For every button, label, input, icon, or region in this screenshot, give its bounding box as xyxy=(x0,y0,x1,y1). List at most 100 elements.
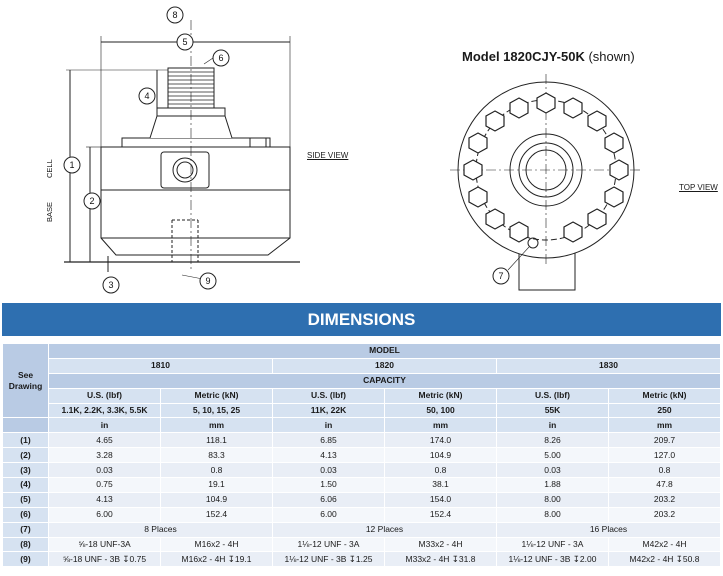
model-caption-bold: Model 1820CJY-50K xyxy=(462,49,585,64)
table-cell: M16x2 - 4H ↧19.1 xyxy=(160,551,273,568)
table-cell: 152.4 xyxy=(384,506,497,523)
table-cell: 4.13 xyxy=(48,491,161,508)
callout-7: 7 xyxy=(498,271,503,281)
model-caption: Model 1820CJY-50K (shown) xyxy=(462,49,635,64)
side-view-drawing xyxy=(64,20,300,281)
table-cell: 1⅛-12 UNF - 3A xyxy=(496,536,609,553)
base-label: BASE xyxy=(45,202,54,222)
callout-4: 4 xyxy=(144,91,149,101)
table-cell: 8.00 xyxy=(496,491,609,508)
model-1810: 1810 xyxy=(48,357,273,374)
table-cell: 1.88 xyxy=(496,477,609,493)
top-view-label: TOP VIEW xyxy=(679,183,718,192)
table-cell: 1⅛-12 UNF - 3A xyxy=(272,536,385,553)
table-cell: ⅝-18 UNF - 3B ↧0.75 xyxy=(48,551,161,568)
table-cell: 83.3 xyxy=(160,447,273,464)
cell-label: CELL xyxy=(45,159,54,178)
row-ref: (6) xyxy=(2,506,49,523)
length-unit: mm xyxy=(608,417,721,434)
table-cell: 0.75 xyxy=(48,477,161,493)
callout-6: 6 xyxy=(218,53,223,63)
table-cell: 4.65 xyxy=(48,432,161,449)
callout-8: 8 xyxy=(172,10,177,20)
capacity-value: 11K, 22K xyxy=(272,402,385,419)
table-cell: 0.8 xyxy=(384,462,497,479)
table-cell: 16 Places xyxy=(496,521,721,538)
table-cell: 127.0 xyxy=(608,447,721,464)
table-cell: M16x2 - 4H xyxy=(160,536,273,553)
table-cell: 12 Places xyxy=(272,521,497,538)
capacity-value: 50, 100 xyxy=(384,402,497,419)
table-cell: M33x2 - 4H xyxy=(384,536,497,553)
table-cell: M42x2 - 4H ↧50.8 xyxy=(608,551,721,568)
callout-9: 9 xyxy=(205,276,210,286)
row-ref: (3) xyxy=(2,462,49,479)
table-cell: 8 Places xyxy=(48,521,273,538)
capacity-value: 55K xyxy=(496,402,609,419)
table-cell: 154.0 xyxy=(384,491,497,508)
capacity-value: 5, 10, 15, 25 xyxy=(160,402,273,419)
row-ref: (4) xyxy=(2,477,49,493)
table-cell: 8.26 xyxy=(496,432,609,449)
row-ref: (5) xyxy=(2,491,49,508)
table-cell: 1.50 xyxy=(272,477,385,493)
callout-2: 2 xyxy=(89,196,94,206)
table-cell: ⅝-18 UNF-3A xyxy=(48,536,161,553)
table-cell: 203.2 xyxy=(608,506,721,523)
unit-header: U.S. (lbf) xyxy=(272,387,385,404)
top-view-drawing xyxy=(450,74,642,291)
model-header: MODEL xyxy=(48,343,721,359)
table-cell: 19.1 xyxy=(160,477,273,493)
table-cell: 152.4 xyxy=(160,506,273,523)
blank-cell xyxy=(2,417,49,434)
unit-header: Metric (kN) xyxy=(160,387,273,404)
table-cell: 6.06 xyxy=(272,491,385,508)
table-cell: 6.00 xyxy=(272,506,385,523)
row-ref: (7) xyxy=(2,521,49,538)
table-cell: 1⅛-12 UNF - 3B ↧1.25 xyxy=(272,551,385,568)
callout-5: 5 xyxy=(182,37,187,47)
table-cell: 209.7 xyxy=(608,432,721,449)
table-cell: 0.03 xyxy=(496,462,609,479)
length-unit: mm xyxy=(384,417,497,434)
model-caption-rest: (shown) xyxy=(588,49,635,64)
table-cell: 174.0 xyxy=(384,432,497,449)
table-cell: 5.00 xyxy=(496,447,609,464)
capacity-value: 250 xyxy=(608,402,721,419)
table-cell: 0.03 xyxy=(48,462,161,479)
length-unit: in xyxy=(48,417,161,434)
technical-drawing: 8 5 6 4 1 2 3 9 7 CELL BASE xyxy=(45,6,642,294)
row-ref: (2) xyxy=(2,447,49,464)
callout-circles xyxy=(63,6,510,294)
model-1830: 1830 xyxy=(496,357,721,374)
length-unit: in xyxy=(496,417,609,434)
row-ref: (8) xyxy=(2,536,49,553)
capacity-value: 1.1K, 2.2K, 3.3K, 5.5K xyxy=(48,402,161,419)
unit-header: Metric (kN) xyxy=(384,387,497,404)
unit-header: Metric (kN) xyxy=(608,387,721,404)
table-cell: 4.13 xyxy=(272,447,385,464)
row-ref: (9) xyxy=(2,551,49,568)
table-cell: 0.8 xyxy=(608,462,721,479)
unit-header: U.S. (lbf) xyxy=(496,387,609,404)
row-ref: (1) xyxy=(2,432,49,449)
table-cell: 38.1 xyxy=(384,477,497,493)
side-view-label: SIDE VIEW xyxy=(307,151,349,160)
callout-3: 3 xyxy=(108,280,113,290)
dimensions-banner: DIMENSIONS xyxy=(2,303,721,336)
table-cell: 8.00 xyxy=(496,506,609,523)
see-drawing-header: See Drawing xyxy=(2,342,49,419)
table-cell: 203.2 xyxy=(608,491,721,508)
table-cell: 104.9 xyxy=(160,491,273,508)
table-cell: 47.8 xyxy=(608,477,721,493)
table-cell: 1⅛-12 UNF - 3B ↧2.00 xyxy=(496,551,609,568)
model-1820: 1820 xyxy=(272,357,497,374)
table-cell: 0.8 xyxy=(160,462,273,479)
